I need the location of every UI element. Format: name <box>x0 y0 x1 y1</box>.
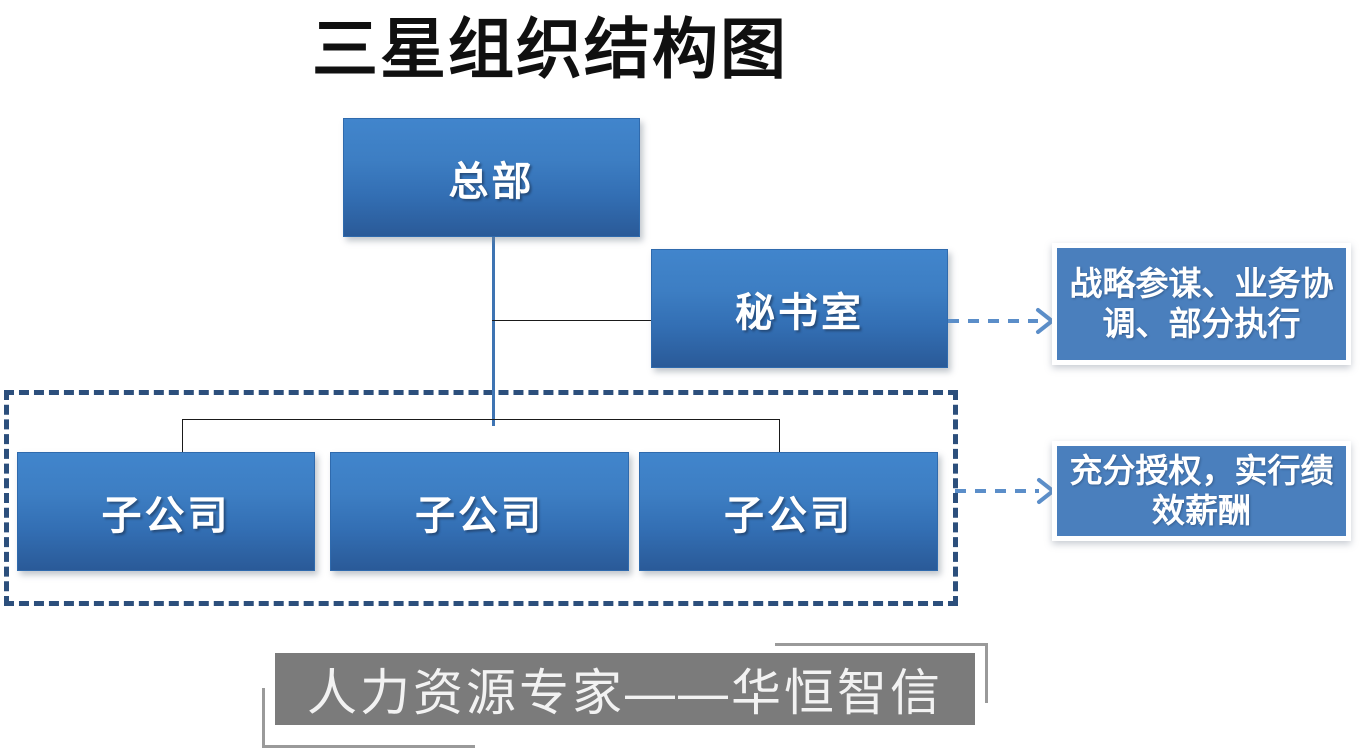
connector-hq-vertical <box>492 236 495 426</box>
org-node-subsidiary-3-label: 子公司 <box>724 493 853 538</box>
connector-subsidiary-drop-left <box>182 419 183 453</box>
connector-subsidiary-bracket <box>182 419 780 420</box>
callout-secretary-office-label: 战略参谋、业务协调、部分执行 <box>1069 264 1334 342</box>
footer-bracket-bottom-left <box>262 688 475 748</box>
org-node-headquarters[interactable]: 总部 <box>343 118 640 237</box>
callout-subsidiary[interactable]: 充分授权，实行绩效薪酬 <box>1052 441 1351 541</box>
org-node-subsidiary-1-label: 子公司 <box>101 493 231 538</box>
page-title: 三星组织结构图 <box>312 12 788 86</box>
dashed-arrow-icon-secretary <box>948 308 1054 334</box>
org-node-subsidiary-3[interactable]: 子公司 <box>639 452 938 571</box>
footer-watermark-label: 人力资源专家——华恒智信 <box>307 665 943 721</box>
subsidiary-group-boundary <box>4 390 958 606</box>
footer-bracket-top-right <box>775 643 988 703</box>
org-node-subsidiary-2[interactable]: 子公司 <box>330 452 629 571</box>
connector-to-secretary <box>492 320 654 321</box>
org-node-secretary-office[interactable]: 秘书室 <box>651 249 948 368</box>
org-node-headquarters-label: 总部 <box>448 159 535 204</box>
org-node-subsidiary-1[interactable]: 子公司 <box>17 452 315 571</box>
org-node-secretary-office-label: 秘书室 <box>735 290 864 335</box>
footer-watermark-banner: 人力资源专家——华恒智信 <box>275 653 975 725</box>
callout-subsidiary-label: 充分授权，实行绩效薪酬 <box>1069 451 1334 529</box>
callout-secretary-office[interactable]: 战略参谋、业务协调、部分执行 <box>1052 243 1351 365</box>
dashed-arrow-icon-subsidiary <box>955 478 1055 504</box>
org-node-subsidiary-2-label: 子公司 <box>415 493 544 538</box>
connector-subsidiary-drop-right <box>779 419 780 453</box>
